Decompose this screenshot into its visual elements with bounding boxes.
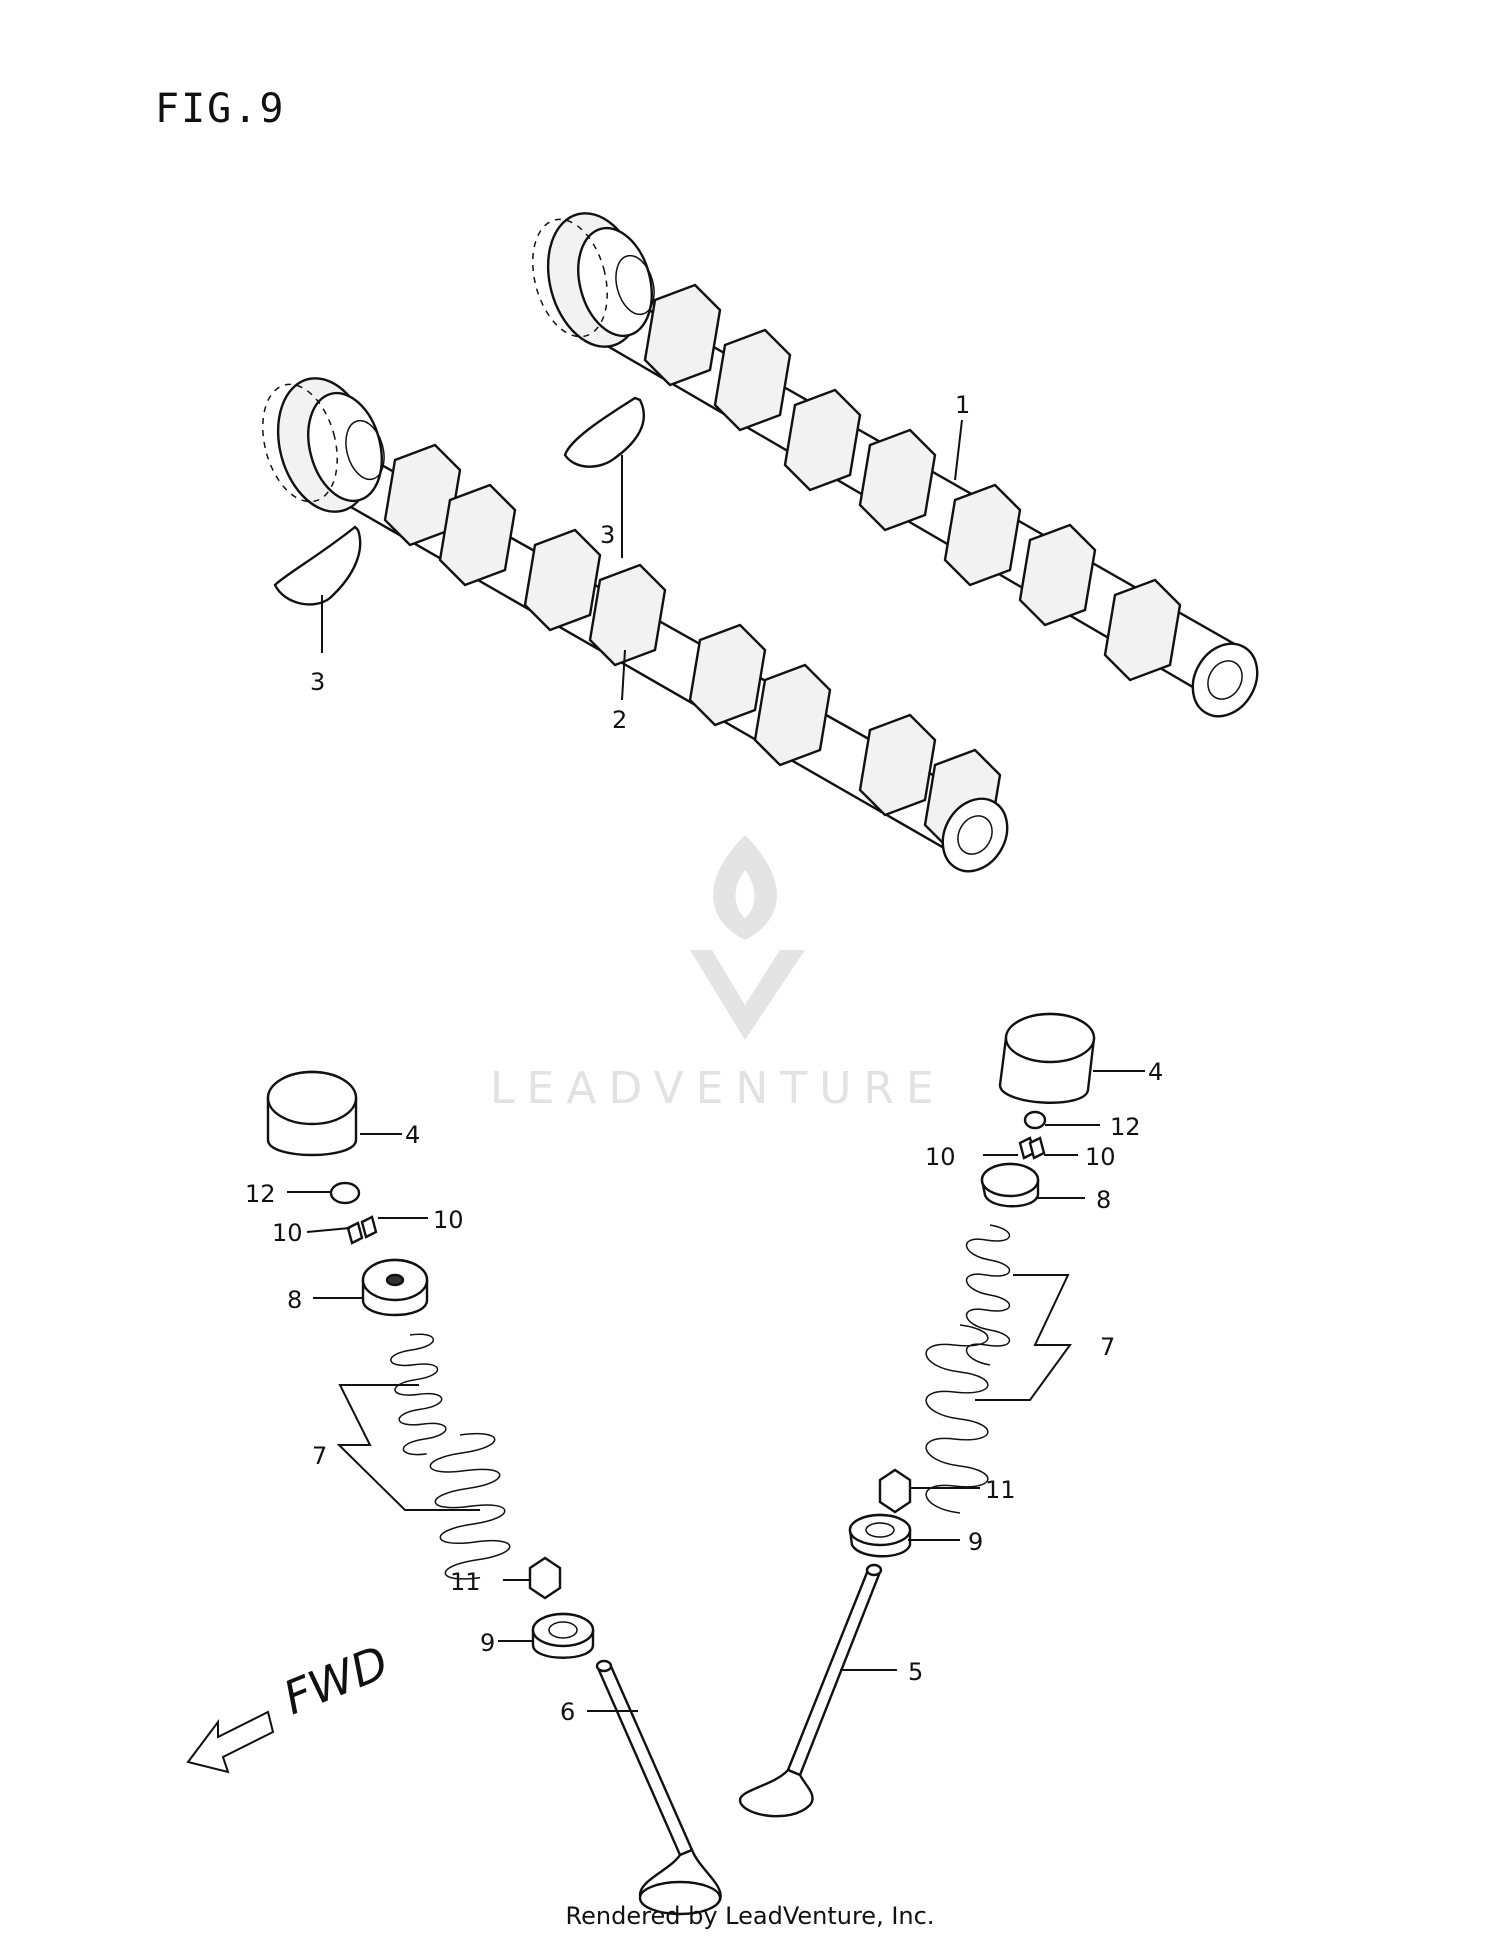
callout-7-left: 7 [312, 1442, 327, 1470]
leader-lines [287, 419, 1145, 1712]
figure-label: FIG.9 [155, 86, 285, 132]
callout-11-right: 11 [985, 1476, 1016, 1504]
callout-11-left: 11 [450, 1568, 481, 1596]
watermark-v-icon [690, 950, 805, 1040]
callout-10-right-a: 10 [925, 1143, 956, 1171]
callout-labels: 1 2 3 3 4 4 5 6 7 7 8 8 9 9 10 10 10 10 … [245, 391, 1163, 1726]
callout-10-left-a: 10 [272, 1219, 303, 1247]
valve-assembly-left [266, 1070, 722, 1916]
callout-4-left: 4 [405, 1121, 420, 1149]
callout-12-right: 12 [1110, 1113, 1141, 1141]
callout-3-left: 3 [310, 668, 325, 696]
callout-8-right: 8 [1096, 1186, 1111, 1214]
camshaft-2 [262, 377, 1009, 873]
valve-assembly-right [738, 1012, 1096, 1818]
callout-4-right: 4 [1148, 1058, 1163, 1086]
callout-3-right: 3 [600, 521, 615, 549]
callout-1: 1 [955, 391, 970, 419]
fwd-label: FWD [276, 1635, 396, 1725]
callout-9-left: 9 [480, 1629, 495, 1657]
callout-12-left: 12 [245, 1180, 276, 1208]
watermark-flame-icon [713, 835, 777, 940]
callout-10-right-b: 10 [1085, 1143, 1116, 1171]
watermark: LEADVENTURE [490, 835, 946, 1114]
forward-direction-arrow: FWD [186, 1635, 396, 1774]
watermark-text: LEADVENTURE [490, 1063, 946, 1114]
fwd-arrow-icon [186, 1710, 275, 1774]
retaining-ring-3-left [273, 525, 362, 606]
callout-9-right: 9 [968, 1528, 983, 1556]
footer-credit: Rendered by LeadVenture, Inc. [565, 1902, 935, 1930]
callout-8-left: 8 [287, 1286, 302, 1314]
camshaft-1 [532, 212, 1259, 718]
callout-5: 5 [908, 1658, 923, 1686]
callout-2: 2 [612, 706, 627, 734]
callout-6: 6 [560, 1698, 575, 1726]
callout-10-left-b: 10 [433, 1206, 464, 1234]
callout-7-right: 7 [1100, 1333, 1115, 1361]
retaining-ring-3-right [563, 396, 645, 468]
